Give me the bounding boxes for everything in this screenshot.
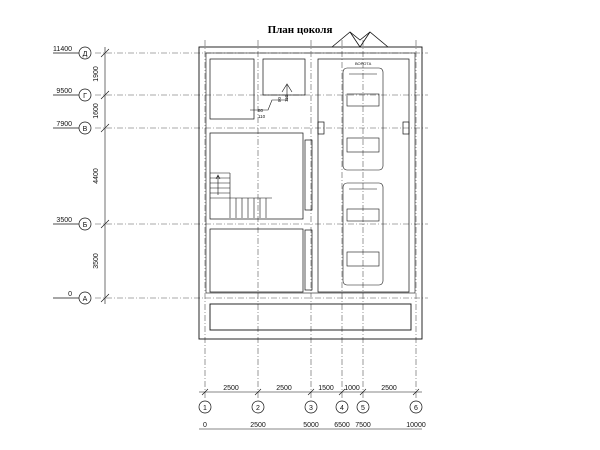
col-spacing-5: 2500 [381,385,397,392]
row-elevation-v: 7900 [56,121,72,128]
entrance-gate [331,31,389,48]
bottom-dimension-line [199,388,422,396]
inner-wall [205,52,416,294]
col-coord-6: 10000 [406,422,426,429]
row-spacing-2: 1600 [93,103,100,119]
col-axis-number-6: 6 [414,405,418,412]
col-axis-bubble-1 [198,400,212,414]
small-labels: 80 110 80 110 ВОРОТА [258,61,372,119]
row-axis-letters: Д Г В Б А [83,51,88,303]
room-top-middle [262,58,306,96]
car-1 [342,67,384,171]
row-axis-letter-d: Д [83,51,88,58]
col-axis-bubble-5 [356,400,370,414]
room-middle [209,132,304,220]
row-elevation-b: 3500 [56,217,72,224]
bottom-strip [209,303,412,331]
row-spacing-3: 4400 [93,168,100,184]
col-axis-markers [198,400,423,414]
left-dimension-line [100,47,110,304]
row-axis-letter-v: В [83,126,88,133]
garage [317,58,410,293]
col-spacing-3: 1500 [318,385,334,392]
room-bottom [209,228,304,293]
row-elevations: 11400 9500 7900 3500 0 [53,46,72,298]
col-coord-5: 7500 [355,422,371,429]
plan-title: План цоколя [267,24,333,36]
outer-wall [198,46,423,340]
col-coord-1: 0 [203,422,207,429]
label-stair-b: 110 [258,114,266,119]
wall-pier-left [317,121,325,135]
rooms [209,58,410,293]
col-axis-number-1: 1 [203,405,207,412]
col-axis-bubble-4 [335,400,349,414]
col-coord-2: 2500 [250,422,266,429]
row-spacing-4: 3500 [93,253,100,269]
row-axis-letter-b: Б [83,222,88,229]
col-axis-bubble-2 [251,400,265,414]
row-elevation-g: 9500 [56,88,72,95]
label-stair-a: 80 [258,108,264,113]
label-stair-d: 110 [284,94,289,102]
staircase [210,83,293,218]
col-axis-number-4: 4 [340,405,344,412]
label-stair-c: 80 [277,96,282,102]
col-axis-number-2: 2 [256,405,260,412]
col-spacing-4: 1000 [344,385,360,392]
col-axis-number-3: 3 [309,405,313,412]
col-spacing-labels: 2500 2500 1500 1000 2500 [223,385,397,392]
row-spacing-1: 1900 [93,66,100,82]
room-top-left [209,58,255,120]
label-garage-note: ВОРОТА [355,61,372,66]
partition-top [304,139,313,211]
column-axis-lines [204,40,417,400]
col-coord-3: 5000 [303,422,319,429]
col-axis-bubble-3 [304,400,318,414]
row-axis-lines [95,52,428,299]
col-coord-4: 6500 [334,422,350,429]
outer-walls [198,46,423,340]
col-coordinates: 0 2500 5000 6500 7500 10000 [203,422,426,429]
row-elevation-d: 11400 [53,46,72,53]
row-axis-markers [53,46,92,305]
col-spacing-1: 2500 [223,385,239,392]
cars [342,67,384,286]
partition-bottom [304,229,313,291]
col-axis-bubble-6 [409,400,423,414]
row-spacing-labels: 1900 1600 4400 3500 [93,66,100,269]
col-axis-number-5: 5 [361,405,365,412]
col-spacing-2: 2500 [276,385,292,392]
row-elevation-a: 0 [68,291,72,298]
wall-pier-right [402,121,410,135]
row-axis-letter-g: Г [83,93,87,100]
row-axis-letter-a: А [83,296,88,303]
car-2 [342,182,384,286]
col-axis-numbers: 1 2 3 4 5 6 [203,405,418,412]
